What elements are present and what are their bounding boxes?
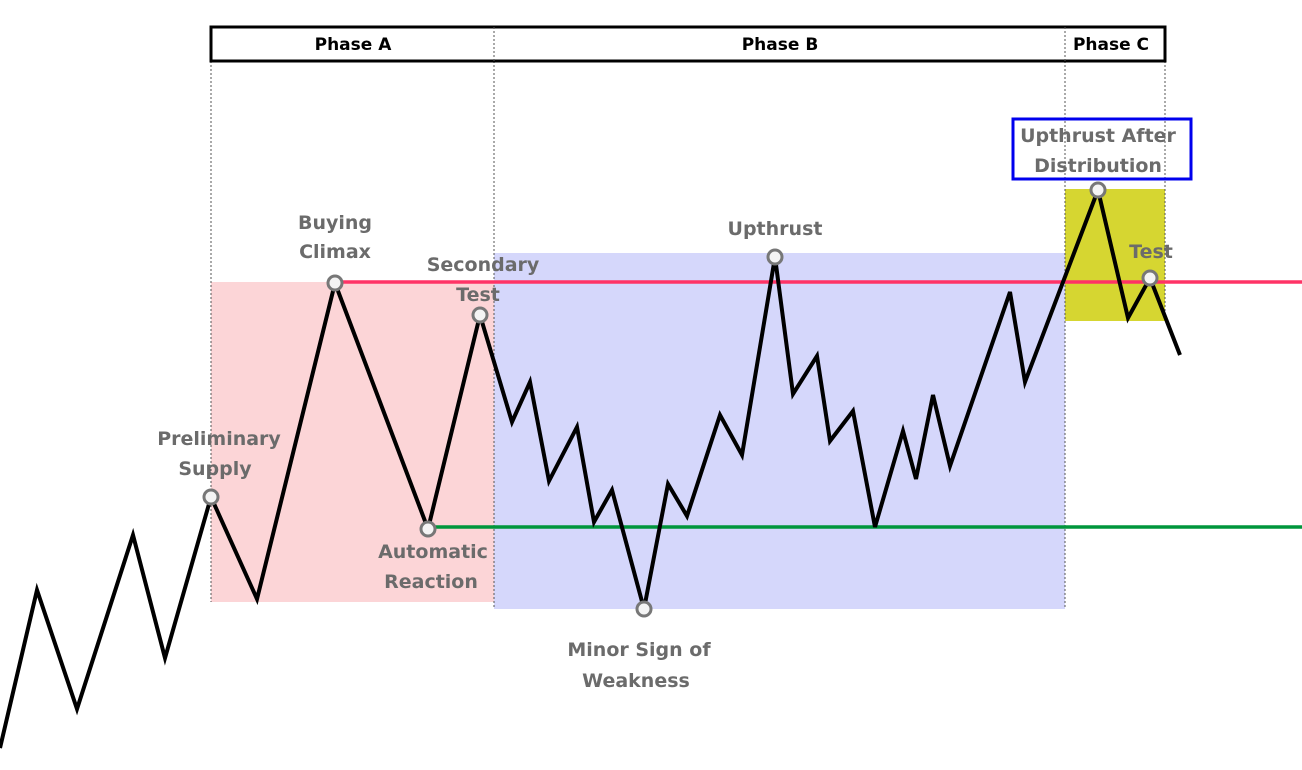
label-minor-sow-1: Minor Sign of (567, 639, 711, 661)
phase-header: Phase A Phase B Phase C (209, 25, 1167, 63)
price-line (0, 183, 1182, 749)
event-labels: Preliminary Supply Buying Climax Seconda… (157, 125, 1176, 692)
phase-b-label: Phase B (742, 35, 819, 55)
phase-a-zone (211, 282, 494, 602)
label-preliminary-supply-1: Preliminary (157, 428, 281, 450)
label-utad-1: Upthrust After (1020, 125, 1176, 147)
label-utad-2: Distribution (1034, 155, 1162, 177)
event-marker-minor-sow-icon (635, 600, 653, 618)
event-marker-preliminary-supply-icon (202, 488, 220, 506)
label-buying-climax-1: Buying (298, 212, 372, 234)
event-marker-automatic-reaction-icon (419, 520, 437, 538)
event-marker-utad-icon (1089, 181, 1107, 199)
label-minor-sow-2: Weakness (582, 670, 690, 692)
label-buying-climax-2: Climax (299, 241, 371, 263)
event-marker-secondary-test-icon (471, 306, 489, 324)
label-preliminary-supply-2: Supply (178, 458, 252, 480)
event-marker-test-icon (1141, 269, 1159, 287)
label-test: Test (1129, 241, 1173, 263)
event-marker-buying-climax-icon (326, 274, 344, 292)
phase-b-zone (494, 253, 1065, 609)
label-secondary-test-1: Secondary (427, 254, 540, 276)
label-secondary-test-2: Test (456, 284, 500, 306)
label-automatic-reaction-1: Automatic (378, 541, 488, 563)
label-automatic-reaction-2: Reaction (384, 571, 478, 593)
phase-dividers (210, 61, 1166, 609)
event-marker-upthrust-icon (766, 248, 784, 266)
phase-c-label: Phase C (1073, 35, 1149, 55)
phase-a-label: Phase A (315, 35, 393, 55)
label-upthrust: Upthrust (728, 218, 823, 240)
utad-highlight-box (1011, 117, 1193, 181)
